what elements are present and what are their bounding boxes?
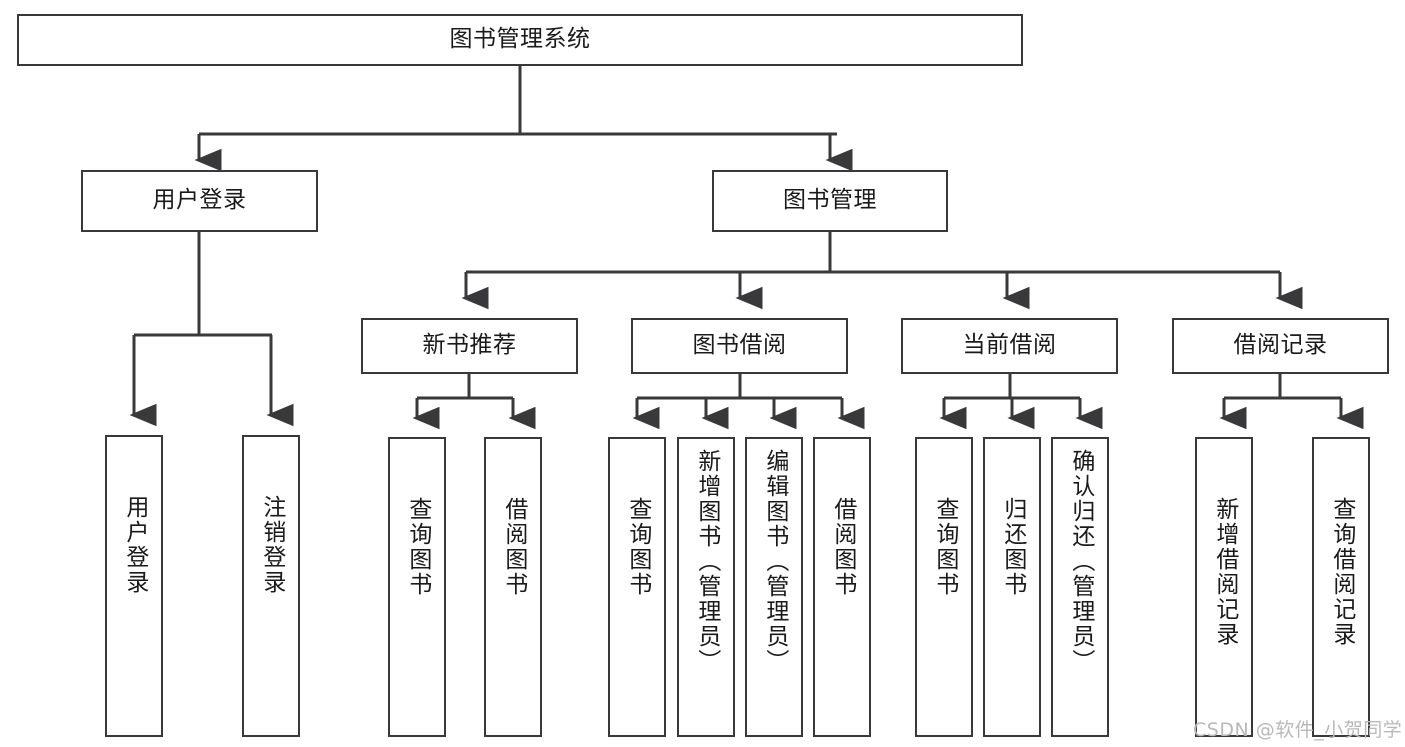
- csdn-watermark: CSDN @软件_小贺同学: [1193, 719, 1403, 741]
- node-book-borrow[interactable]: 图书借阅: [631, 318, 848, 374]
- node-leaf-current-borrow-return[interactable]: 归还图书: [983, 437, 1041, 737]
- node-label: 查询图书: [931, 497, 958, 597]
- node-leaf-current-borrow-confirm-return[interactable]: 确认归还（管理员）: [1051, 437, 1109, 737]
- node-label: 查询图书: [624, 497, 651, 597]
- node-leaf-borrow-record-add[interactable]: 新增借阅记录: [1195, 437, 1253, 737]
- node-leaf-new-book-query[interactable]: 查询图书: [388, 437, 446, 737]
- node-label: 借阅图书: [829, 497, 856, 597]
- node-label: 新书推荐: [422, 332, 517, 359]
- node-new-book-recommend[interactable]: 新书推荐: [361, 318, 578, 374]
- node-user-login[interactable]: 用户登录: [81, 170, 318, 232]
- node-root-book-management-system[interactable]: 图书管理系统: [17, 14, 1023, 66]
- node-label: 当前借阅: [962, 332, 1057, 359]
- node-label: 图书管理: [783, 187, 877, 214]
- node-current-borrow[interactable]: 当前借阅: [901, 318, 1118, 374]
- node-label: 图书管理系统: [449, 26, 591, 53]
- node-leaf-user-login-logout[interactable]: 注销登录: [242, 435, 300, 737]
- node-leaf-book-borrow-query[interactable]: 查询图书: [608, 437, 666, 737]
- node-label: 用户登录: [121, 495, 148, 595]
- node-label: 查询图书: [404, 497, 431, 597]
- node-leaf-borrow-record-query[interactable]: 查询借阅记录: [1312, 437, 1370, 737]
- node-label: 注销登录: [258, 495, 285, 595]
- node-label: 编辑图书（管理员）: [761, 449, 788, 674]
- node-label: 确认归还（管理员）: [1067, 449, 1094, 674]
- node-label: 借阅图书: [500, 497, 527, 597]
- node-label: 归还图书: [999, 497, 1026, 597]
- node-leaf-book-borrow-add[interactable]: 新增图书（管理员）: [677, 437, 735, 737]
- node-label: 用户登录: [152, 187, 247, 214]
- node-book-management[interactable]: 图书管理: [712, 170, 948, 232]
- node-label: 借阅记录: [1233, 332, 1328, 359]
- node-leaf-book-borrow-borrow[interactable]: 借阅图书: [813, 437, 871, 737]
- node-leaf-book-borrow-edit[interactable]: 编辑图书（管理员）: [745, 437, 803, 737]
- node-label: 查询借阅记录: [1328, 497, 1355, 647]
- node-leaf-user-login-login[interactable]: 用户登录: [105, 435, 163, 737]
- node-label: 新增借阅记录: [1211, 497, 1238, 647]
- node-leaf-current-borrow-query[interactable]: 查询图书: [915, 437, 973, 737]
- node-leaf-new-book-borrow[interactable]: 借阅图书: [484, 437, 542, 737]
- node-label: 图书借阅: [692, 332, 787, 359]
- node-borrow-record[interactable]: 借阅记录: [1172, 318, 1389, 374]
- node-label: 新增图书（管理员）: [693, 449, 720, 674]
